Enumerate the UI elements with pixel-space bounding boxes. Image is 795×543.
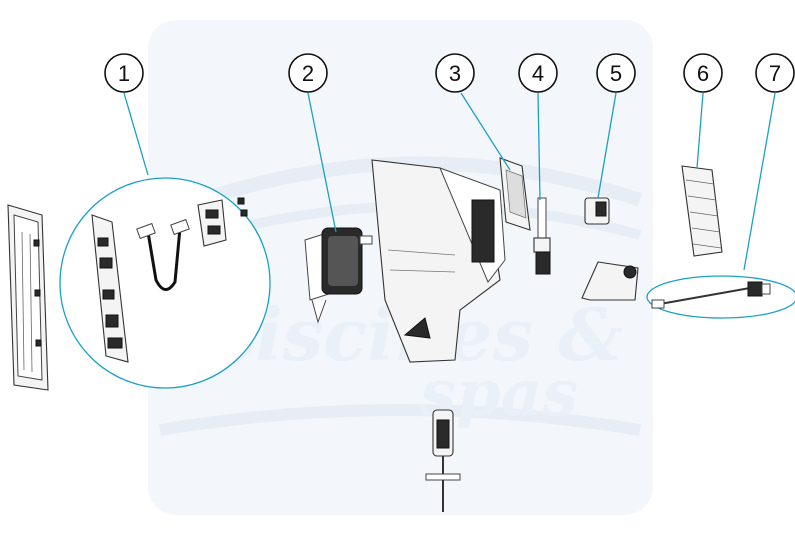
- callout-2-label: 2: [302, 61, 314, 86]
- part-4-probe: [533, 197, 551, 275]
- callout-6: 6: [683, 53, 723, 93]
- part-1-detail-circle: [59, 177, 271, 389]
- leader-5: [597, 92, 617, 199]
- main-housing: [371, 159, 506, 363]
- leader-6: [696, 92, 704, 169]
- callout-2: 2: [288, 53, 328, 93]
- leader-7: [743, 92, 776, 271]
- callouts: 1 2 3 4 5 6 7: [104, 53, 795, 93]
- callout-4-label: 4: [532, 61, 544, 86]
- leader-2: [307, 92, 337, 233]
- leader-lines: [123, 92, 776, 271]
- part-5-fittings: [581, 197, 639, 301]
- part-2-motor: [304, 227, 373, 324]
- callout-1: 1: [104, 53, 144, 93]
- part-6-grille: [681, 165, 723, 257]
- leader-3: [460, 92, 511, 171]
- bottom-probe: [425, 409, 461, 512]
- callout-4: 4: [518, 53, 558, 93]
- leader-1: [123, 92, 149, 176]
- callout-7-label: 7: [769, 61, 781, 86]
- front-panel: [7, 204, 49, 391]
- callout-1-label: 1: [118, 61, 130, 86]
- callout-3: 3: [435, 53, 475, 93]
- part-7-detail-ellipse: [646, 275, 795, 319]
- callout-5: 5: [596, 53, 636, 93]
- part-3-gasket: [499, 157, 531, 231]
- callout-6-label: 6: [697, 61, 709, 86]
- callout-3-label: 3: [449, 61, 461, 86]
- callout-5-label: 5: [610, 61, 622, 86]
- leader-4: [537, 92, 541, 201]
- callout-7: 7: [755, 53, 795, 93]
